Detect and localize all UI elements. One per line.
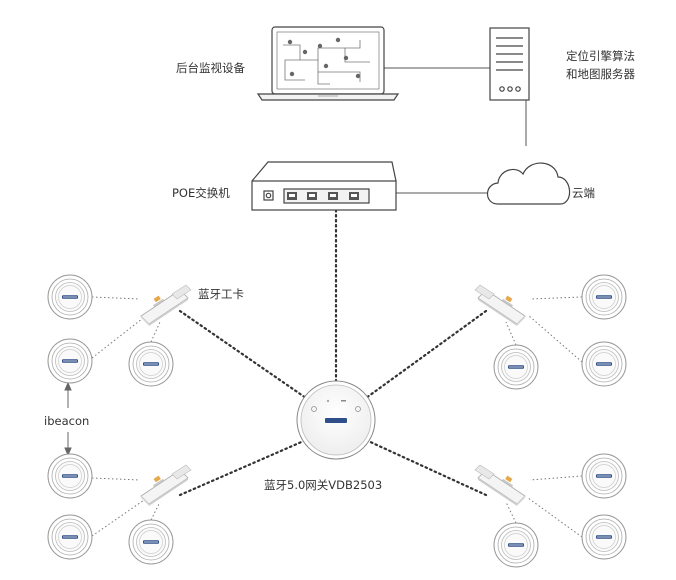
- cloud-icon: [486, 162, 571, 205]
- server-tower-icon: [489, 27, 530, 101]
- poe-switch-icon: [251, 161, 397, 211]
- ibeacon-arrows: [64, 381, 72, 457]
- bluetooth-badge-icon: [140, 464, 192, 507]
- ibeacon-icon: [47, 514, 93, 560]
- ibeacon-icon: [128, 519, 174, 565]
- bluetooth-badge-icon: [474, 464, 526, 507]
- badge-label: 蓝牙工卡: [198, 287, 244, 301]
- solid-links: [384, 67, 527, 194]
- ibeacon-icon: [47, 338, 93, 384]
- ibeacon-icon: [493, 522, 539, 568]
- ibeacon-icon: [581, 453, 627, 499]
- switch-label: POE交换机: [172, 186, 230, 200]
- ibeacon-icon: [581, 514, 627, 560]
- cloud-label: 云端: [572, 186, 595, 200]
- bluetooth-gateway-icon: [296, 380, 376, 460]
- laptop-icon: [256, 26, 400, 101]
- bluetooth-badge-icon: [140, 284, 192, 327]
- bluetooth-badge-icon: [474, 284, 526, 327]
- ibeacon-icon: [128, 341, 174, 387]
- ibeacon-icon: [47, 274, 93, 320]
- ibeacon-icon: [581, 274, 627, 320]
- monitor-label: 后台监视设备: [176, 61, 245, 75]
- server-label-line2: 和地图服务器: [566, 67, 635, 81]
- gateway-label: 蓝牙5.0网关VDB2503: [264, 478, 383, 492]
- ibeacon-icon: [493, 344, 539, 390]
- ibeacon-label: ibeacon: [44, 414, 90, 428]
- beacon-links: [91, 296, 583, 538]
- ibeacon-icon: [47, 453, 93, 499]
- dotted-links: [178, 208, 488, 497]
- ibeacon-icon: [581, 341, 627, 387]
- server-label-line1: 定位引擎算法: [566, 49, 635, 63]
